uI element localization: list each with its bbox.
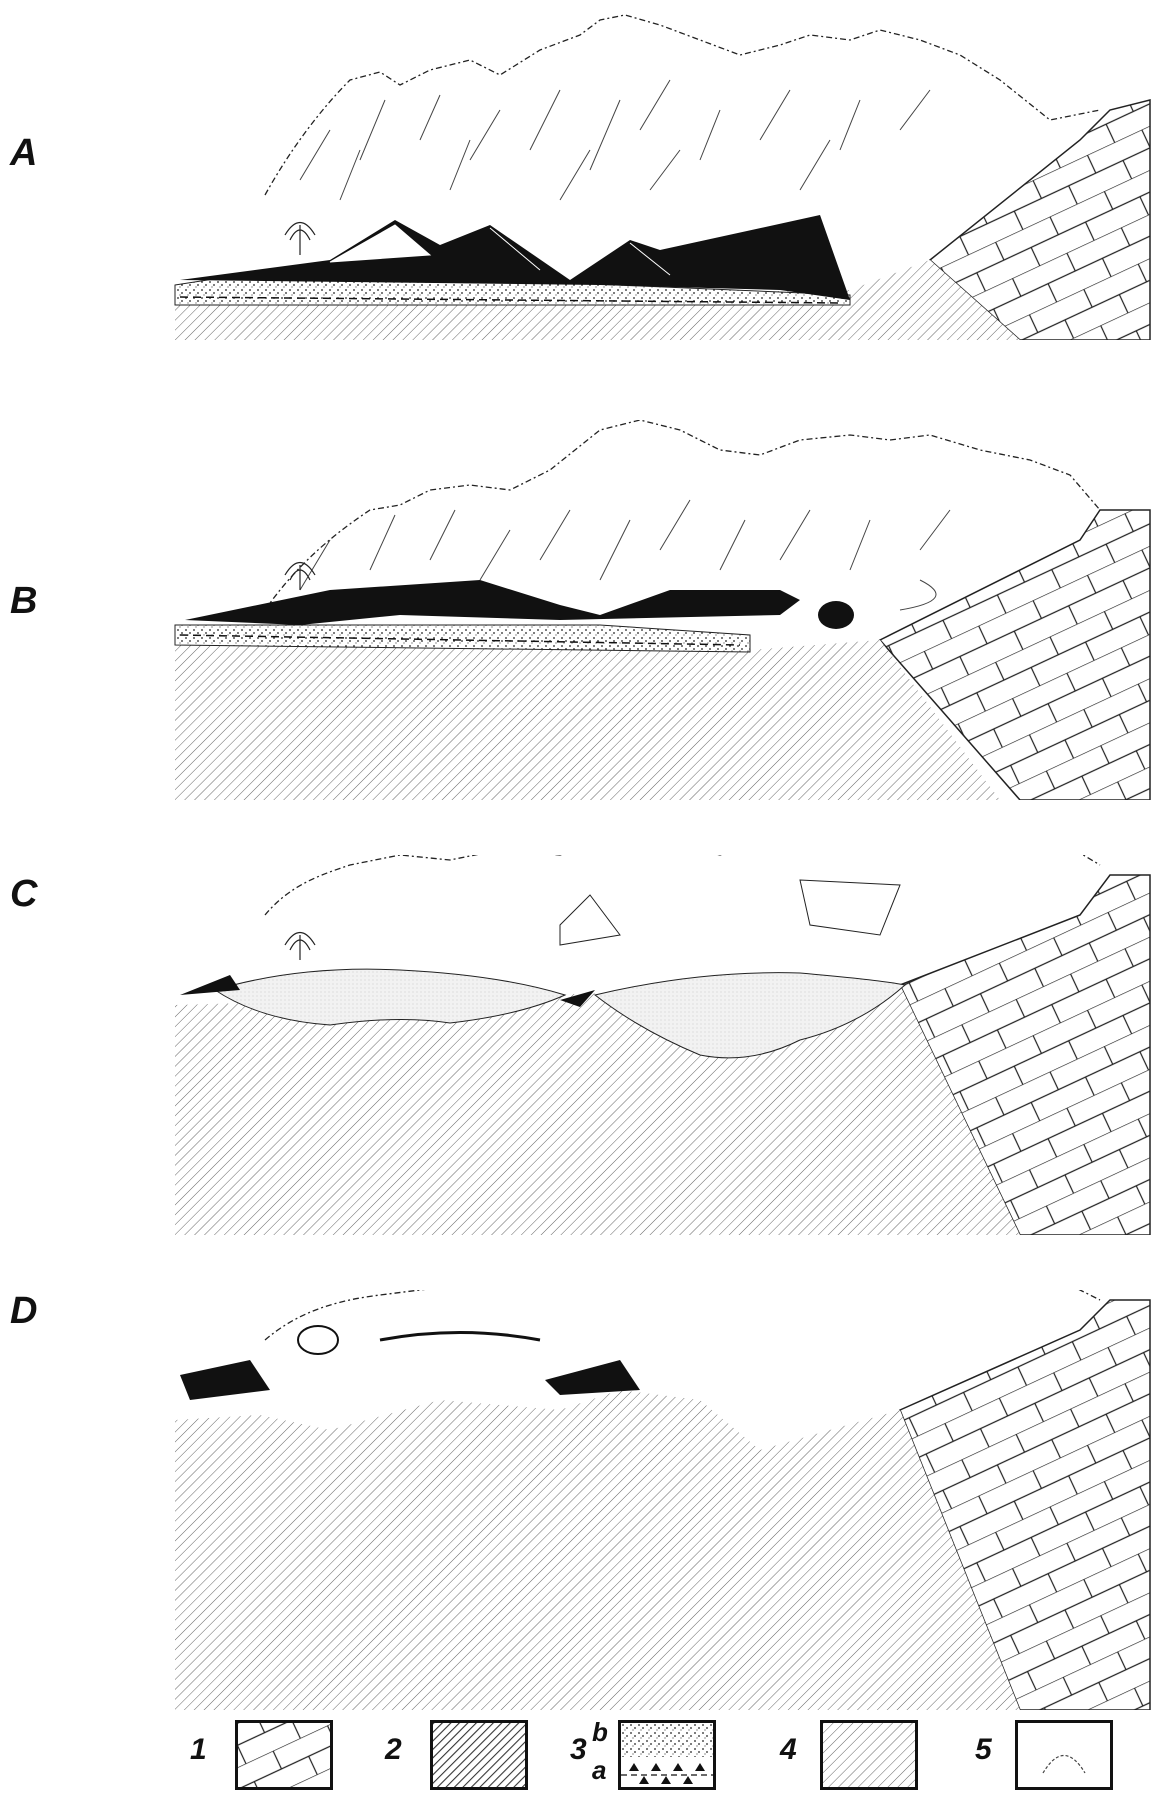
- mountain-outline: [265, 855, 1100, 915]
- tree-icon: [285, 563, 315, 591]
- landscape-illustration: [0, 420, 1157, 800]
- legend-number: 4: [780, 1733, 797, 1767]
- boulder: [818, 601, 854, 629]
- panel-b: B: [0, 420, 1157, 800]
- landscape-illustration: [0, 855, 1157, 1235]
- legend-item-4: 4: [780, 1715, 930, 1795]
- panel-a: A: [0, 0, 1157, 340]
- legend: 1 2 3 b a 4: [0, 1715, 1157, 1802]
- ground-strata: [175, 640, 1000, 800]
- legend-sublabel-b: b: [592, 1717, 608, 1748]
- tree-icon: [285, 933, 315, 961]
- legend-swatch-dense-hatch: [430, 1720, 528, 1790]
- legend-item-1: 1: [190, 1715, 340, 1795]
- crater-rim: [380, 1333, 540, 1341]
- legend-item-5: 5: [975, 1715, 1125, 1795]
- legend-swatch-arc: [1015, 1720, 1113, 1790]
- legend-number: 2: [385, 1733, 402, 1767]
- ground-strata: [175, 985, 1020, 1235]
- panel-d: D: [0, 1290, 1157, 1710]
- tree-icon: [285, 223, 315, 256]
- legend-swatch-bedrock: [235, 1720, 333, 1790]
- legend-sublabel-a: a: [592, 1755, 606, 1786]
- mountain-outline: [265, 420, 1100, 610]
- landscape-illustration: [0, 0, 1157, 340]
- legend-swatch-stipple-triangles: [618, 1720, 716, 1790]
- legend-swatch-light-hatch: [820, 1720, 918, 1790]
- landscape-illustration: [0, 1290, 1157, 1710]
- legend-item-3: 3 b a: [570, 1715, 740, 1795]
- legend-number: 3: [570, 1733, 587, 1767]
- mountain-outline: [265, 1290, 1100, 1340]
- panel-c: C: [0, 855, 1157, 1235]
- legend-number: 1: [190, 1733, 207, 1767]
- legend-number: 5: [975, 1733, 992, 1767]
- ground-strata: [175, 1390, 1020, 1710]
- dark-ridge: [185, 580, 800, 625]
- legend-item-2: 2: [385, 1715, 535, 1795]
- mountain-outline: [265, 15, 1100, 195]
